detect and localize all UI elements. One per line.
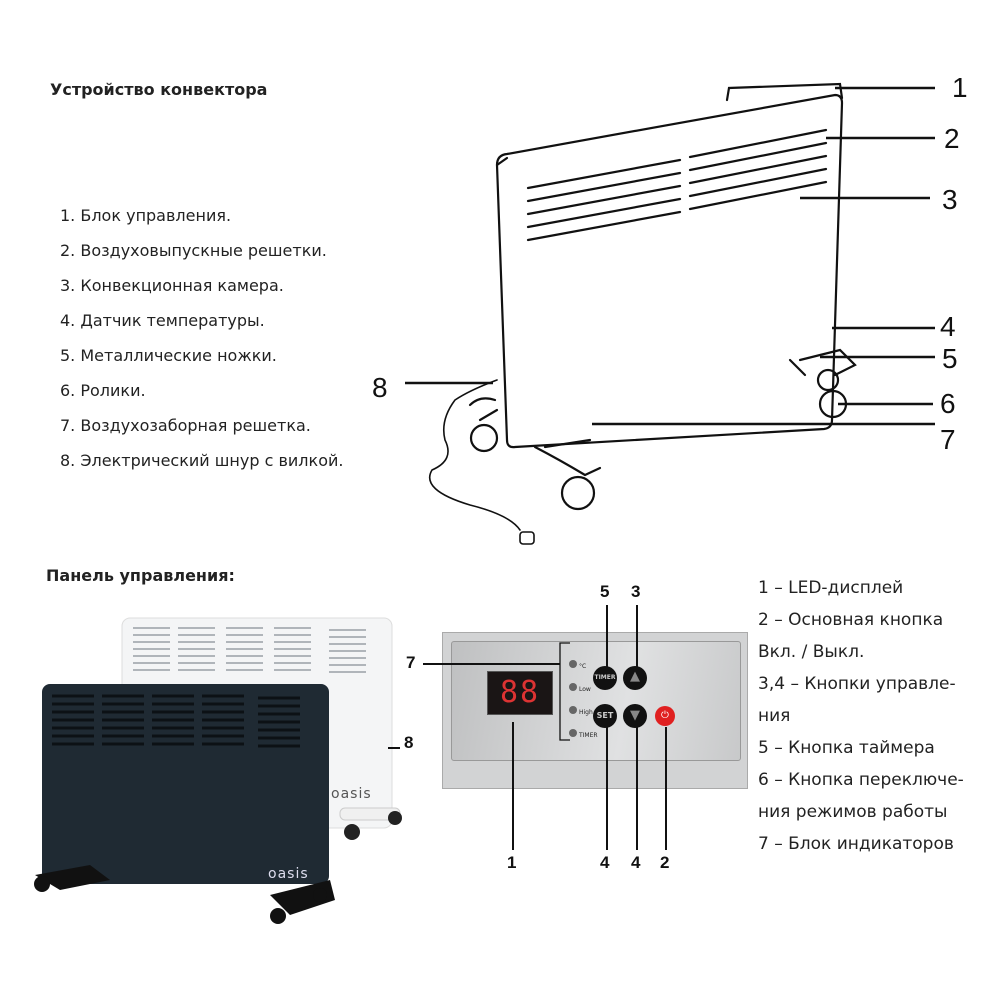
set-button[interactable]: SET [593,704,617,728]
callout-2: 2 [944,123,960,154]
panel-callout-5: 5 [600,582,610,601]
list-item: 1. Блок управления. [60,206,232,225]
legend-line: ния [758,706,791,726]
callout-1: 1 [952,72,968,103]
legend-line: 1 – LED-дисплей [758,578,904,598]
indicator-high: High [569,701,598,724]
heaters-photo [34,617,402,924]
panel-callout-3: 3 [631,582,641,601]
legend-line: 3,4 – Кнопки управле- [758,674,956,694]
callout-7: 7 [940,424,956,455]
section-title-control-panel: Панель управления: [46,566,235,585]
list-item: 3. Конвекционная камера. [60,276,284,295]
legend-line: 5 – Кнопка таймера [758,738,935,758]
control-panel-photo: 88 °C Low High TIMER TIMER ▲ SET ▼ ⏻ [442,632,748,789]
legend-line: 6 – Кнопка переключе- [758,770,964,790]
photo-callout-7: 7 [406,653,416,672]
panel-callout-4: 4 [631,853,641,872]
section-title-device: Устройство конвектора [50,80,268,99]
indicator-celsius: °C [569,655,598,678]
down-button[interactable]: ▼ [623,704,647,728]
legend-line: 7 – Блок индикаторов [758,834,954,854]
photo-callout-8: 8 [404,733,414,752]
list-item: 8. Электрический шнур с вилкой. [60,451,344,470]
callout-4: 4 [940,311,956,342]
legend-line: ния режимов работы [758,802,948,822]
led-display: 88 [487,671,553,715]
indicator-block: °C Low High TIMER [569,655,598,747]
indicator-low: Low [569,678,598,701]
brand-logo-dark: oasis [268,866,309,882]
callout-8: 8 [372,372,388,403]
list-item: 5. Металлические ножки. [60,346,277,365]
callout-5: 5 [942,343,958,374]
brand-logo-white: oasis [331,786,372,802]
up-button[interactable]: ▲ [623,666,647,690]
list-item: 4. Датчик температуры. [60,311,265,330]
callout-3: 3 [942,184,958,215]
callout-6: 6 [940,388,956,419]
list-item: 7. Воздухозаборная решетка. [60,416,311,435]
panel-callout-4: 4 [600,853,610,872]
indicator-timer: TIMER [569,724,598,747]
panel-callout-2: 2 [660,853,670,872]
legend-line: 2 – Основная кнопка [758,610,944,630]
list-item: 6. Ролики. [60,381,146,400]
power-button[interactable]: ⏻ [655,706,675,726]
convector-diagram [405,82,935,545]
panel-callout-1: 1 [507,853,517,872]
legend-line: Вкл. / Выкл. [758,642,865,662]
timer-button[interactable]: TIMER [593,666,617,690]
list-item: 2. Воздуховыпускные решетки. [60,241,327,260]
